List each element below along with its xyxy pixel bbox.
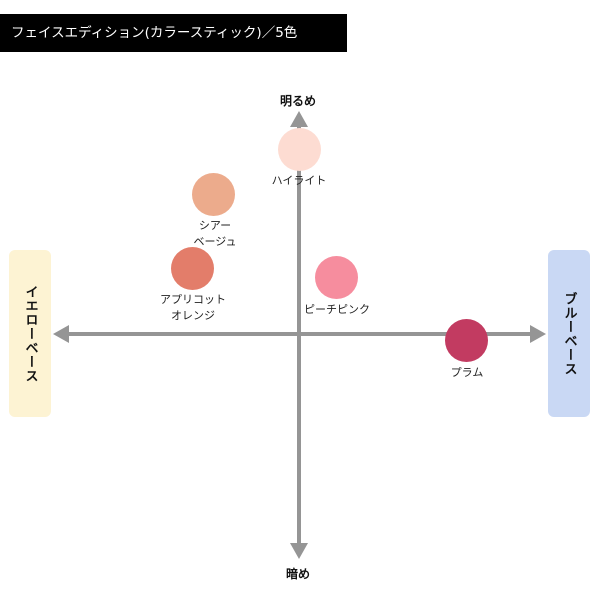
down-arrow (290, 543, 308, 559)
swatch-plum (445, 319, 488, 362)
swatch-label-line: ハイライト (271, 174, 327, 187)
left-arrow (53, 325, 69, 343)
swatch-peach-pink (315, 256, 358, 299)
swatch-label-highlight: ハイライト (272, 173, 327, 189)
swatch-label-line: ベージュ (193, 235, 237, 248)
swatch-label-plum: プラム (451, 365, 484, 381)
yellow-base-box: イエローベース (9, 250, 51, 417)
yellow-base-label: イエローベース (22, 284, 38, 383)
blue-base-box: ブルーベース (548, 250, 590, 417)
swatch-label-line: アプリコット (160, 293, 226, 306)
swatch-apricot-orange (171, 247, 214, 290)
swatch-label-apricot-orange: アプリコット オレンジ (160, 292, 226, 324)
up-arrow (290, 111, 308, 127)
axis-label-bright: 明るめ (280, 94, 317, 108)
title-bar: フェイスエディション(カラースティック)／5色 (0, 14, 347, 52)
swatch-highlight (278, 128, 321, 171)
swatch-label-line: オレンジ (171, 309, 215, 322)
right-arrow (530, 325, 546, 343)
swatch-label-line: プラム (450, 366, 484, 379)
swatch-label-line: ピーチピンク (304, 303, 370, 316)
blue-base-label: ブルーベース (561, 291, 577, 376)
swatch-sheer-beige (192, 173, 235, 216)
swatch-label-line: シアー (198, 219, 232, 232)
swatch-label-sheer-beige: シアー ベージュ (193, 218, 236, 250)
page-title: フェイスエディション(カラースティック)／5色 (11, 25, 298, 41)
swatch-label-peach-pink: ピーチピンク (304, 302, 370, 318)
axis-label-dark: 暗め (286, 567, 311, 581)
